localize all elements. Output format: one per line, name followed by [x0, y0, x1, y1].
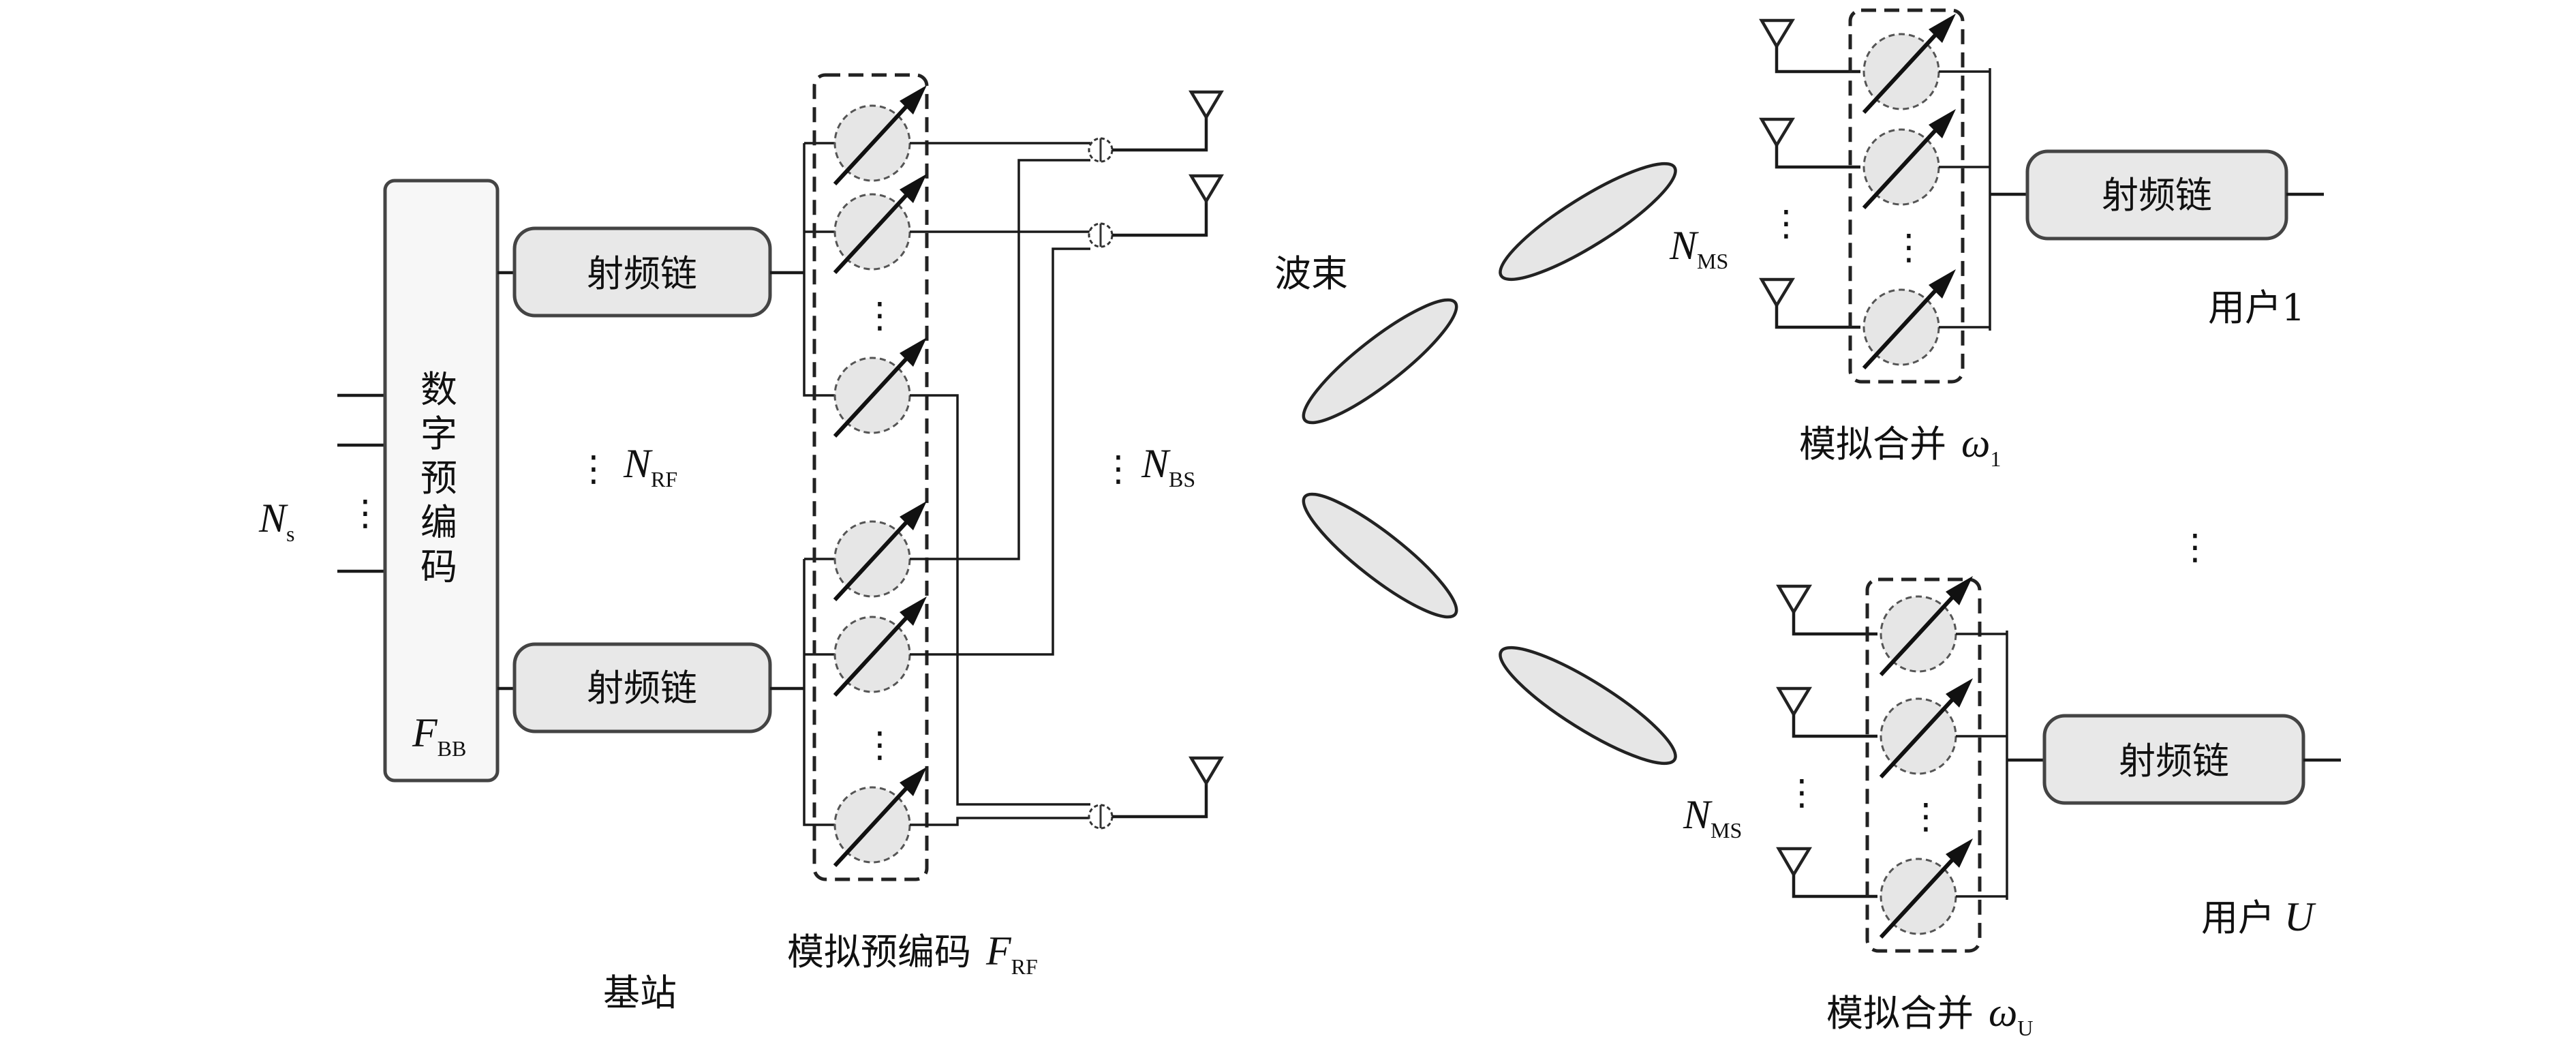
bs-phase-shifter-4	[833, 501, 927, 602]
bs-phase-shifter-2	[833, 174, 927, 275]
u1-antenna-3	[1759, 277, 1795, 309]
u1-antenna-vdots: ⋮	[1768, 203, 1804, 244]
bs-ps-vdots-1: ⋮	[862, 295, 898, 336]
u1-phase-shifter-1	[1862, 14, 1956, 115]
uu-antenna-3	[1776, 847, 1812, 878]
bs-phase-shifter-6	[833, 767, 927, 868]
nbs-label: NBS	[1141, 441, 1195, 491]
uu-antenna-1	[1776, 584, 1812, 616]
u1-phase-shifter-2	[1862, 109, 1956, 210]
uu-phase-shifter-3	[1879, 838, 1973, 939]
uu-phase-shifter-2	[1879, 678, 1973, 779]
user-1-caption: 用户1	[2208, 286, 2305, 329]
ns-label: Ns	[258, 496, 294, 546]
uu-ps-vdots: ⋮	[1908, 796, 1944, 837]
uu-analog-combiner-box	[1865, 577, 1982, 953]
input-streams: ⋮ Ns	[258, 393, 385, 573]
nms-label-1: NMS	[1669, 223, 1728, 273]
beam-caption: 波束	[1274, 252, 1348, 295]
digital-precoder-block: 数 字 预 编 码 FBB	[383, 179, 500, 783]
bs-analog-precoder-box	[812, 73, 929, 881]
beam-4	[1499, 646, 1677, 766]
bs-ps-vdots-2: ⋮	[862, 725, 898, 766]
uu-rf-chain-label: 射频链	[2119, 740, 2229, 783]
u1-rf-chain: 射频链	[2025, 149, 2288, 241]
bs-phase-shifter-5	[833, 596, 927, 697]
bs-rf-chain-2-label: 射频链	[587, 667, 697, 710]
bs-antenna-vdots: ⋮	[1101, 449, 1136, 489]
digital-precoder-char-4: 编	[420, 501, 457, 544]
bs-antenna-1	[1189, 90, 1224, 121]
u1-antenna-1	[1759, 18, 1795, 50]
digital-precoder-char-1: 数	[420, 368, 457, 411]
digital-precoder-char-5: 码	[420, 545, 457, 588]
input-vdots: ⋮	[348, 493, 383, 534]
nms-label-2: NMS	[1683, 792, 1742, 843]
bs-combiner-2	[1088, 222, 1114, 248]
digital-precoder-char-3: 预	[420, 457, 457, 500]
bs-phase-shifter-3	[833, 337, 927, 438]
bs-rf-chain-1-label: 射频链	[587, 252, 697, 295]
fbb-label: FBB	[412, 710, 466, 761]
u1-phase-shifter-3	[1862, 269, 1956, 370]
bs-combiner-1	[1088, 137, 1114, 163]
uu-antenna-2	[1776, 686, 1812, 718]
bs-combiner-3	[1088, 804, 1114, 830]
bs-rf-chain-1: 射频链	[512, 226, 772, 318]
bs-phase-shifter-1	[833, 85, 927, 186]
users-vdots: ⋮	[2177, 527, 2213, 568]
bs-antenna-2	[1189, 174, 1224, 205]
beam-2	[1302, 492, 1458, 619]
rf-vdots: ⋮	[576, 449, 611, 489]
bs-rf-chain-2: 射频链	[512, 642, 772, 733]
beam-3	[1499, 162, 1677, 282]
uu-antenna-vdots: ⋮	[1784, 772, 1820, 813]
digital-precoder-box	[383, 179, 500, 783]
digital-precoder-char-2: 字	[420, 412, 457, 455]
u1-antenna-2	[1759, 117, 1795, 149]
base-station-caption: 基站	[603, 971, 677, 1014]
beam-1	[1302, 298, 1458, 425]
u1-analog-combiner-box	[1848, 8, 1965, 384]
nrf-label: NRF	[623, 441, 677, 491]
bs-antenna-3	[1189, 756, 1224, 787]
u1-ps-vdots: ⋮	[1891, 227, 1927, 268]
uu-phase-shifter-1	[1879, 576, 1973, 677]
uu-rf-chain: 射频链	[2042, 714, 2305, 805]
u1-rf-chain-label: 射频链	[2102, 174, 2212, 217]
